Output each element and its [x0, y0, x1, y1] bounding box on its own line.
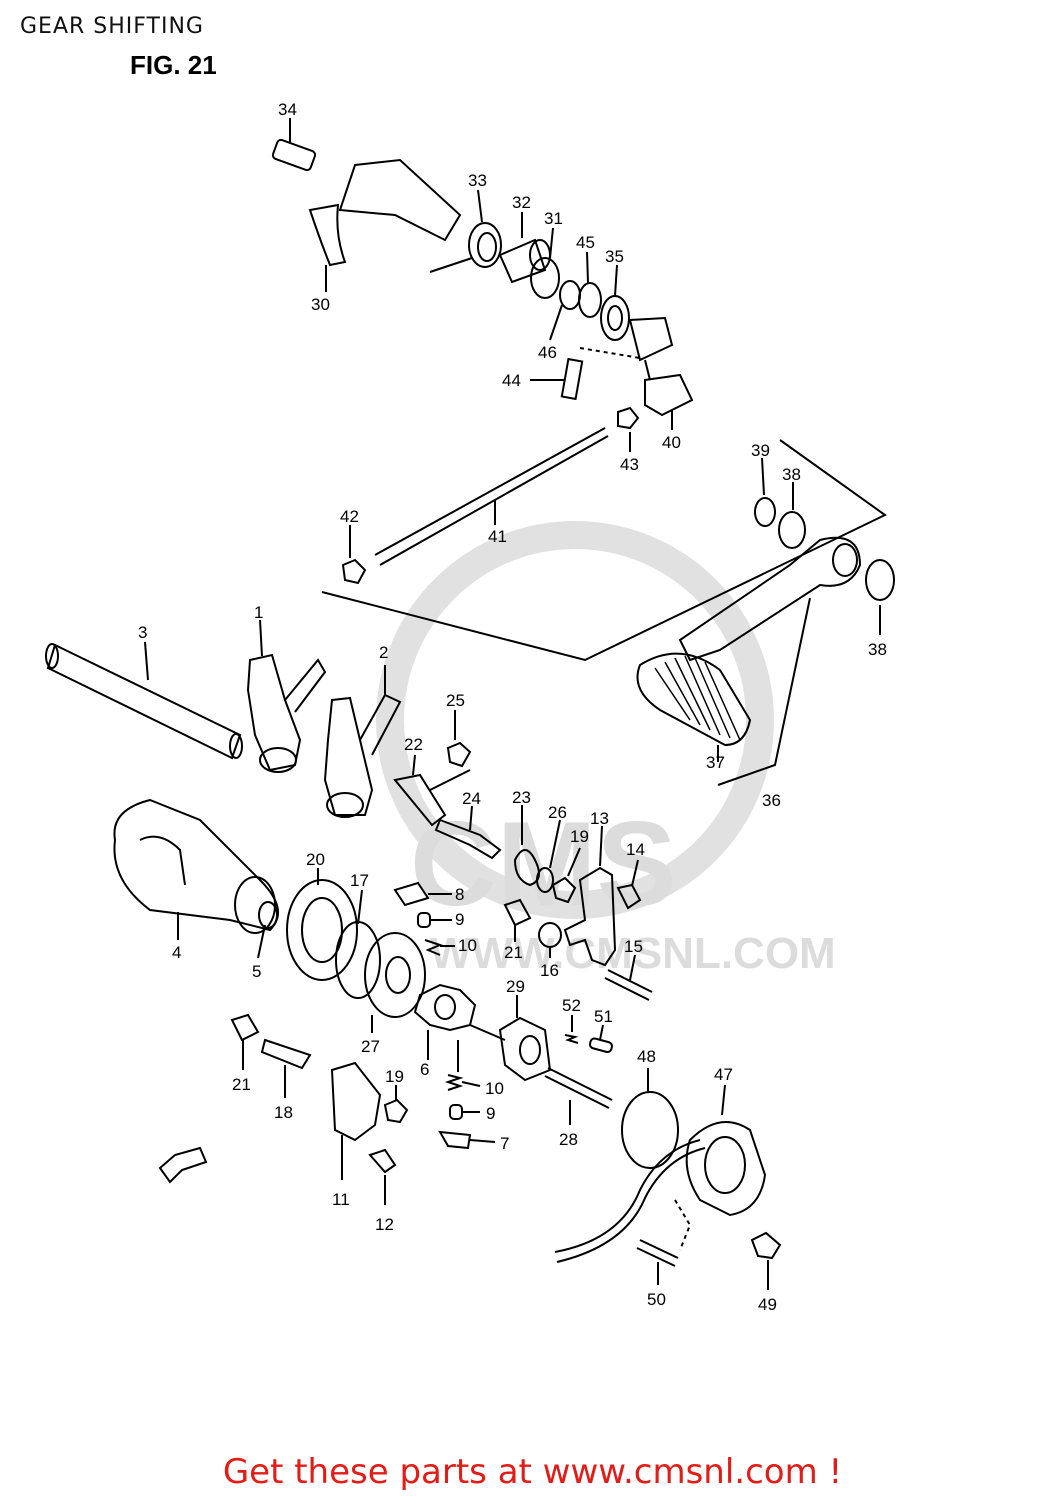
callout-20: 20: [306, 850, 325, 869]
callout-21-b: 21: [232, 1075, 251, 1094]
fwd-arrow-icon: [158, 1146, 208, 1184]
callout-14: 14: [626, 840, 645, 859]
callout-49: 49: [758, 1295, 777, 1314]
callout-33: 33: [468, 171, 487, 190]
callout-5: 5: [252, 962, 261, 981]
callout-48: 48: [637, 1047, 656, 1066]
page-title: GEAR SHIFTING: [20, 14, 204, 39]
lower-parts: [158, 1013, 782, 1290]
shift-shaft-assembly: [271, 118, 887, 662]
callout-22: 22: [404, 735, 423, 754]
callout-21: 21: [504, 943, 523, 962]
callout-46: 46: [538, 343, 557, 362]
callout-19: 19: [570, 827, 589, 846]
callout-9-b: 9: [486, 1104, 495, 1123]
watermark-short: CMS: [410, 797, 677, 931]
callout-45: 45: [576, 233, 595, 252]
callout-7: 7: [500, 1134, 509, 1153]
callout-18: 18: [274, 1103, 293, 1122]
callout-44: 44: [502, 371, 521, 390]
callout-10: 10: [458, 936, 477, 955]
callout-34: 34: [278, 100, 297, 119]
callout-38-b: 38: [868, 640, 887, 659]
callout-15: 15: [624, 937, 643, 956]
callout-42: 42: [340, 507, 359, 526]
callout-28: 28: [559, 1130, 578, 1149]
callout-2: 2: [379, 643, 388, 662]
callout-52: 52: [562, 996, 581, 1015]
callout-27: 27: [361, 1037, 380, 1056]
callout-11: 11: [332, 1190, 350, 1209]
figure-number: FIG. 21: [130, 50, 217, 80]
callout-17: 17: [350, 871, 369, 890]
callout-12: 12: [375, 1215, 394, 1234]
watermark: CMS WWW.CMSNL.COM: [376, 521, 836, 978]
callout-43: 43: [620, 455, 639, 474]
callout-3: 3: [138, 623, 147, 642]
callout-1: 1: [254, 603, 263, 622]
callout-35: 35: [605, 247, 624, 266]
shift-drum-and-forks: [45, 619, 477, 1060]
callout-9: 9: [455, 910, 464, 929]
callout-19-b: 19: [385, 1067, 404, 1086]
part-callouts: 34 33 32 31 45 35 30 46 44 40 43 39 38 4…: [138, 100, 887, 1314]
callout-32: 32: [512, 193, 531, 212]
callout-37: 37: [706, 753, 725, 772]
callout-4: 4: [172, 943, 181, 962]
footer-link-text: Get these parts at www.cmsnl.com !: [222, 1452, 843, 1492]
callout-41: 41: [488, 527, 507, 546]
callout-31: 31: [544, 209, 563, 228]
callout-26: 26: [548, 803, 567, 822]
callout-24: 24: [462, 789, 481, 808]
callout-38: 38: [782, 465, 801, 484]
callout-40: 40: [662, 433, 681, 452]
stopper-parts: [393, 710, 653, 1150]
callout-47: 47: [714, 1065, 733, 1084]
callout-51: 51: [594, 1007, 613, 1026]
callout-8: 8: [455, 885, 464, 904]
callout-25: 25: [446, 691, 465, 710]
callout-6: 6: [420, 1060, 429, 1079]
callout-39: 39: [751, 441, 770, 460]
callout-36: 36: [762, 791, 781, 810]
callout-30: 30: [311, 295, 330, 314]
callout-10-b: 10: [485, 1079, 504, 1098]
footer-link[interactable]: Get these parts at www.cmsnl.com !: [0, 1452, 1057, 1492]
callout-29: 29: [506, 977, 525, 996]
callout-23: 23: [512, 788, 531, 807]
gear-change-lever: [636, 457, 895, 786]
callout-13: 13: [590, 809, 609, 828]
callout-16: 16: [540, 961, 559, 980]
callout-50: 50: [647, 1290, 666, 1309]
